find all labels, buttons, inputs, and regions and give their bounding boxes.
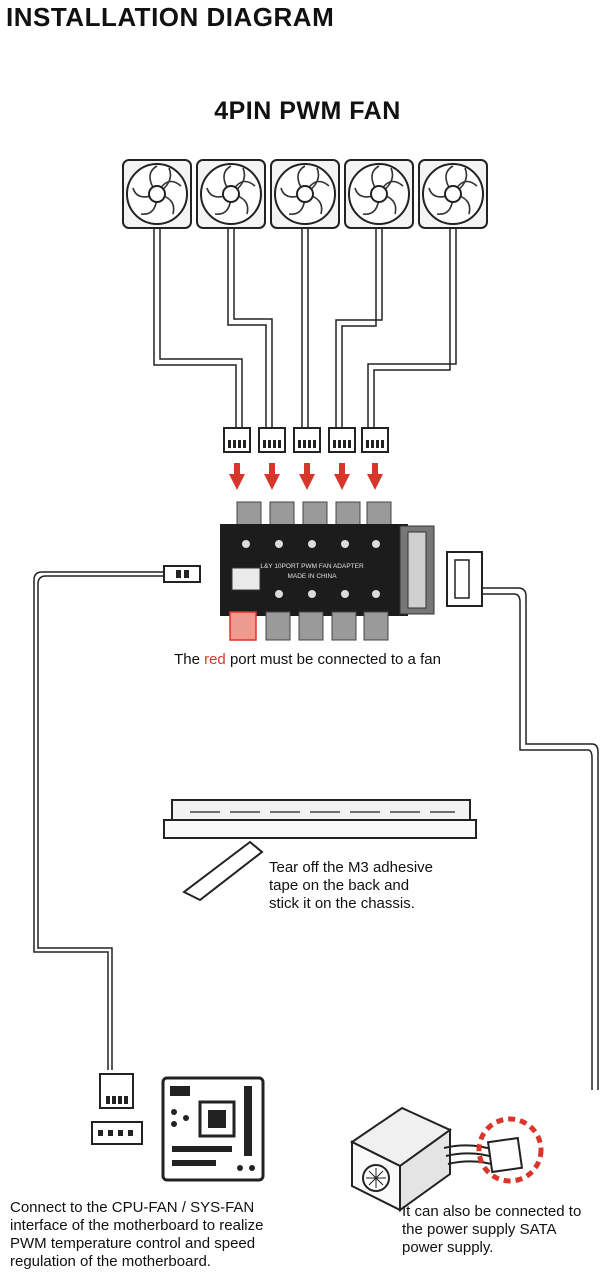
- fan-2: [196, 159, 266, 229]
- fan-1: [122, 159, 192, 229]
- power-note-line: power supply.: [402, 1239, 494, 1256]
- adhesive-tape-strip: [163, 799, 477, 902]
- pwm-connector: [163, 565, 201, 583]
- power-note-line: It can also be connected to: [402, 1203, 582, 1220]
- power-note-line: the power supply SATA: [402, 1221, 557, 1238]
- motherboard-note-line: Connect to the CPU-FAN / SYS-FAN: [10, 1199, 255, 1216]
- motherboard-note-line: regulation of the motherboard.: [10, 1253, 211, 1270]
- diagram-subtitle: 4PIN PWM FAN: [214, 97, 401, 125]
- motherboard-note: Connect to the CPU-FAN / SYS-FAN interfa…: [10, 1199, 263, 1271]
- motherboard-note-line: PWM temperature control and speed: [10, 1235, 256, 1252]
- pwm-connector-pin: [184, 570, 189, 578]
- red-port-note-before: The: [174, 651, 205, 668]
- tape-note-line: stick it on the chassis.: [269, 895, 415, 912]
- pwm-connector-pin: [176, 570, 181, 578]
- motherboard-note-line: interface of the motherboard to realize: [10, 1217, 264, 1234]
- fan-3: [270, 159, 340, 229]
- tape-note-line: Tear off the M3 adhesive: [269, 859, 433, 876]
- motherboard-icon: [161, 1076, 265, 1182]
- fan-4: [344, 159, 414, 229]
- sata-cable: [446, 551, 599, 1090]
- connector-pins: [228, 440, 384, 448]
- red-port-note: The red port must be connected to a fan: [0, 651, 615, 669]
- tape-note: Tear off the M3 adhesive tape on the bac…: [269, 859, 433, 913]
- red-port-note-highlight: red: [204, 651, 226, 668]
- tape-note-line: tape on the back and: [269, 877, 410, 894]
- fan-cables: [153, 228, 457, 430]
- red-port-note-after: port must be connected to a fan: [225, 651, 441, 668]
- fan-5: [418, 159, 488, 229]
- hub-label-line1: L&Y 10PORT PWM FAN ADAPTER: [260, 563, 364, 570]
- pwm-cable: [33, 571, 166, 1070]
- red-arrow-icons: [229, 463, 383, 490]
- power-supply-icon: [350, 1106, 544, 1212]
- motherboard-fan-connector: [91, 1073, 143, 1145]
- hub-label-line2: MADE IN CHINA: [287, 573, 337, 580]
- fan-hub: [220, 501, 435, 641]
- page-title: INSTALLATION DIAGRAM: [6, 2, 335, 32]
- power-supply-note: It can also be connected to the power su…: [402, 1203, 581, 1257]
